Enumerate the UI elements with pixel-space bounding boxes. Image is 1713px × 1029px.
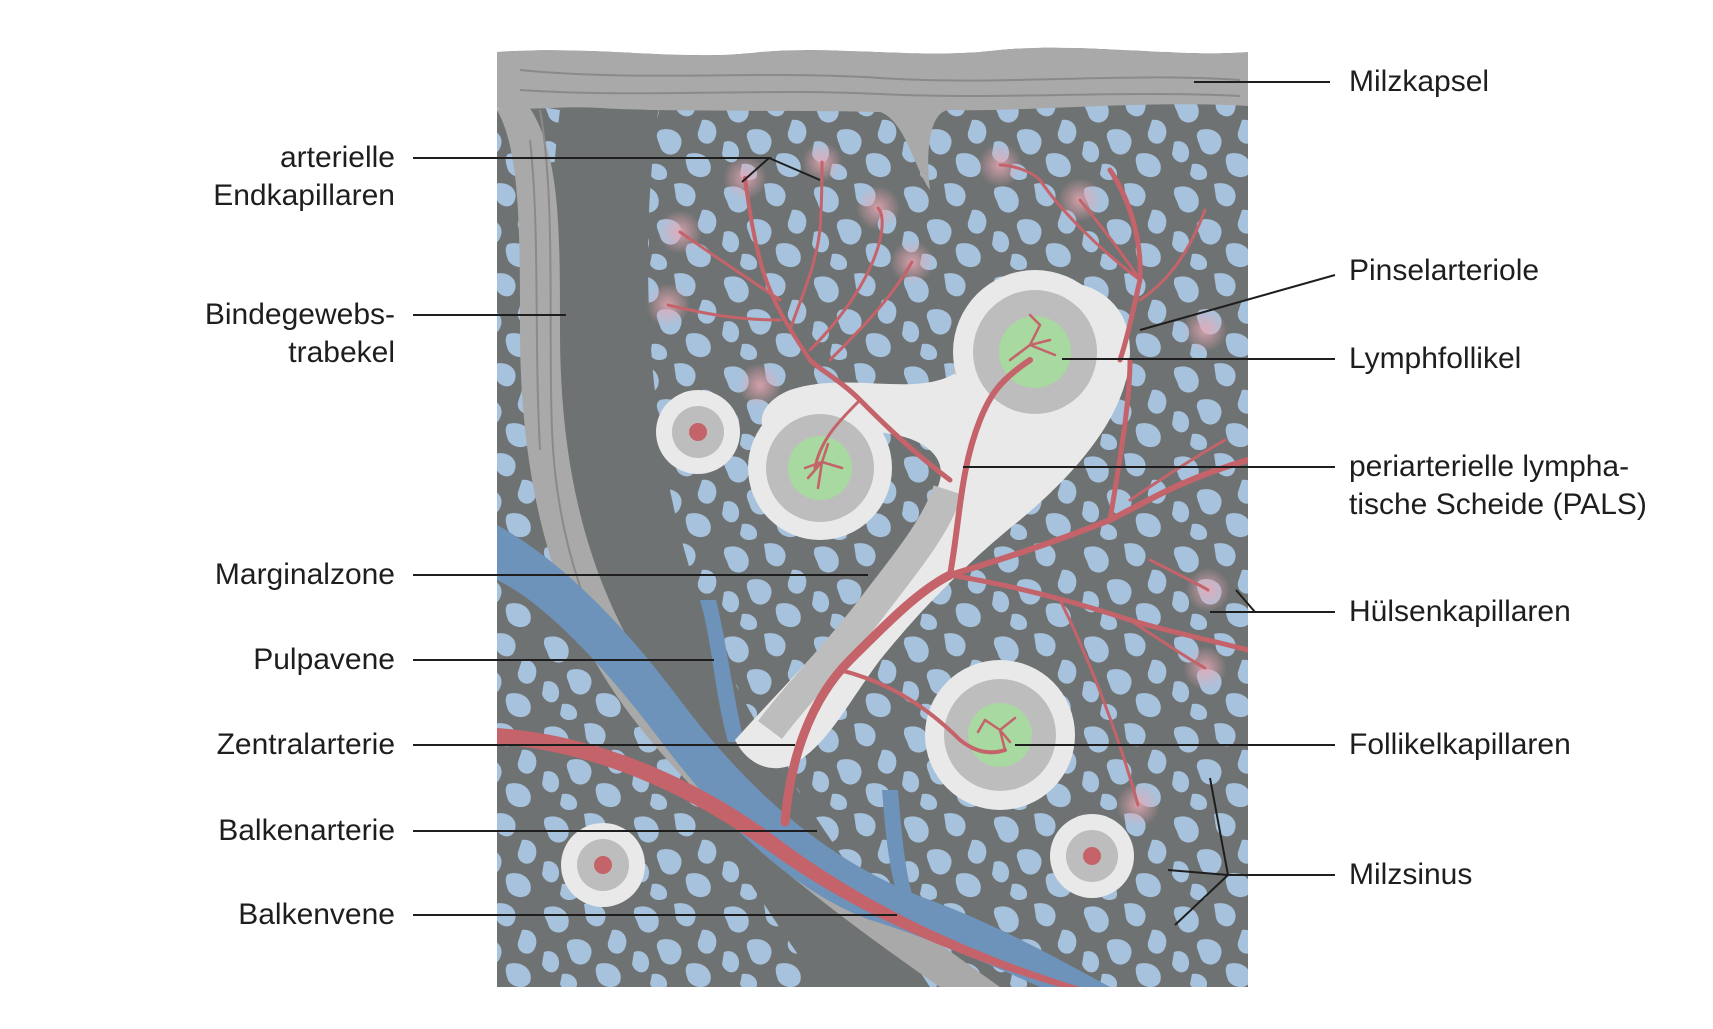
label-pinselarteriole: Pinselarteriole — [1349, 254, 1540, 287]
label-follikelkapillaren: Follikelkapillaren — [1349, 728, 1571, 761]
label-milzkapsel: Milzkapsel — [1349, 65, 1490, 98]
label-balkenarterie: Balkenarterie — [218, 814, 395, 847]
trabecular-artery — [497, 728, 1080, 987]
label-pulpavene: Pulpavene — [253, 643, 395, 676]
trabecular-vein — [497, 525, 1110, 987]
follicle-capillaries — [803, 313, 1057, 752]
capsule — [497, 47, 1248, 190]
label-huelsenkapillaren: Hülsenkapillaren — [1349, 595, 1571, 628]
label-zentralarterie: Zentralarterie — [216, 728, 395, 761]
pulp-vein — [700, 600, 744, 742]
label-pals: periarterielle lympha- tische Scheide (P… — [1349, 450, 1647, 521]
label-arterielle-endkapillaren: arterielle Endkapillaren — [213, 141, 395, 212]
label-marginalzone: Marginalzone — [214, 558, 395, 591]
pulp-vein-2 — [882, 790, 916, 906]
pulp-cords-left — [497, 100, 930, 987]
arterial-tree — [666, 160, 1248, 827]
label-bindegewebstrabekel: Bindegewebs- trabekel — [204, 298, 395, 369]
label-milzsinus: Milzsinus — [1349, 858, 1473, 891]
label-balkenvene: Balkenvene — [238, 898, 395, 931]
leader-lines — [413, 81, 1336, 926]
label-lymphfollikel: Lymphfollikel — [1349, 342, 1522, 375]
